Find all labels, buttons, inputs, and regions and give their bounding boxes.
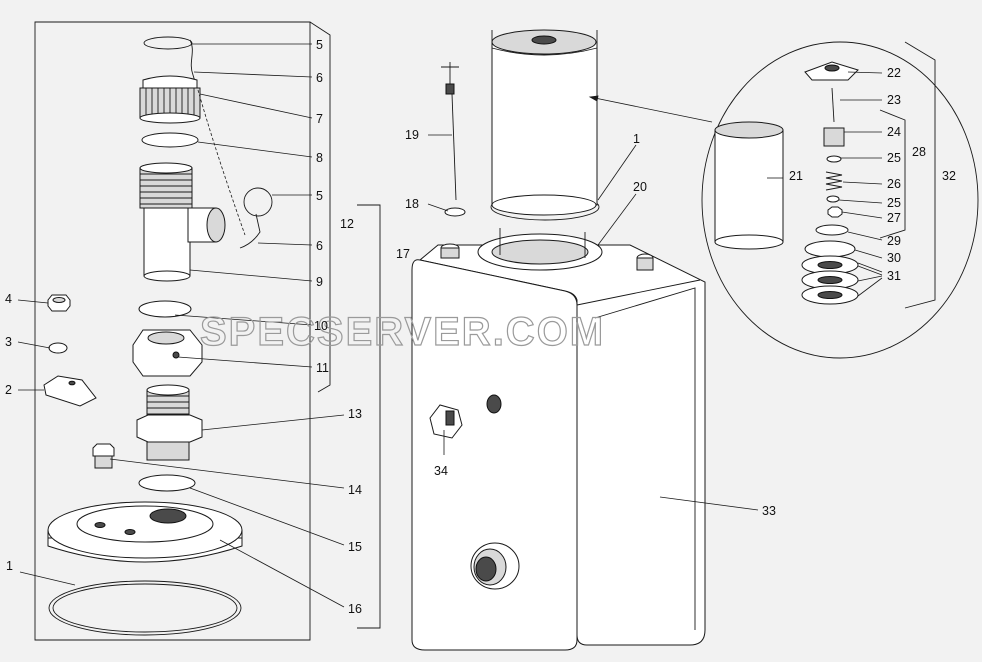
callout-17: 17: [396, 247, 410, 261]
group-28-bracket: [879, 109, 906, 239]
callout-13: 13: [348, 407, 362, 421]
watermark: SPECSERVER.COM: [200, 310, 605, 354]
washer-29: [815, 224, 849, 236]
group-12-bracket: [309, 21, 331, 393]
union-nut-11: [132, 329, 203, 377]
nut-27: [827, 206, 843, 218]
callout-29: 29: [887, 234, 901, 248]
callout-2: 2: [5, 383, 12, 397]
bracket-2: [43, 375, 97, 407]
o-ring-5-right: [243, 187, 273, 217]
callout-6-top: 6: [316, 71, 323, 85]
chain-dashed-path: [197, 89, 246, 236]
bracket-2-hole: [68, 380, 76, 386]
callout-25-top: 25: [887, 151, 901, 165]
spring-26: [825, 171, 843, 191]
o-ring-10: [138, 300, 192, 318]
callout-16: 16: [348, 602, 362, 616]
callout-34: 34: [434, 464, 448, 478]
gasket-30: [804, 240, 856, 258]
callout-31: 31: [887, 269, 901, 283]
disc-31-c-hole: [817, 291, 843, 299]
group-32-bracket: [904, 41, 936, 309]
callout-21: 21: [789, 169, 803, 183]
group-17-bracket: [357, 204, 381, 629]
filter-element-21: [714, 121, 784, 250]
washer-25-top: [826, 155, 842, 163]
callout-5-top: 5: [316, 38, 323, 52]
callout-28: 28: [912, 145, 926, 159]
callout-15: 15: [348, 540, 362, 554]
gasket-8: [141, 132, 199, 148]
disc-31-a-hole: [817, 261, 843, 269]
callout-12: 12: [340, 217, 354, 231]
callout-19: 19: [405, 128, 419, 142]
callout-33: 33: [762, 504, 776, 518]
left-assembly-frame: [34, 21, 311, 641]
callout-1-center: 1: [633, 132, 640, 146]
callout-25-bottom: 25: [887, 196, 901, 210]
chain-6-right: [239, 213, 261, 249]
callout-9: 9: [316, 275, 323, 289]
washer-25-bottom: [826, 195, 840, 203]
callout-20: 20: [633, 180, 647, 194]
tee-body-9: [139, 162, 226, 282]
filter-housing: [491, 29, 598, 216]
gasket-1-bottom-inner: [52, 583, 238, 633]
plug-14: [92, 443, 115, 469]
tank-33: [411, 228, 706, 651]
disc-31-b-hole: [817, 276, 843, 284]
callout-27: 27: [887, 211, 901, 225]
nut-4-hole: [52, 297, 66, 303]
cap-7: [139, 75, 201, 124]
washer-18: [444, 207, 466, 217]
valve-24: [823, 127, 845, 147]
callout-1-bottom: 1: [6, 559, 13, 573]
callout-4: 4: [5, 292, 12, 306]
callout-10: 10: [314, 319, 328, 333]
flange-16: [47, 501, 243, 563]
callout-22: 22: [887, 66, 901, 80]
callout-24: 24: [887, 125, 901, 139]
callout-5-right: 5: [316, 189, 323, 203]
bolt-23: [831, 87, 835, 123]
o-ring-15: [138, 474, 196, 492]
wing-nut-22-hub: [824, 64, 840, 72]
callout-23: 23: [887, 93, 901, 107]
callout-8: 8: [316, 151, 323, 165]
callout-30: 30: [887, 251, 901, 265]
callout-3: 3: [5, 335, 12, 349]
washer-3: [48, 342, 68, 354]
callout-labels: 5 6 7 8 5 12 6 17 9 10 11 13 14 15 16 1 …: [5, 38, 956, 616]
dipstick-19: [441, 62, 459, 201]
chain-6-top: [189, 39, 197, 86]
callout-6-right: 6: [316, 239, 323, 253]
leader-lines: [17, 43, 883, 608]
gasket-1-bottom: [48, 580, 242, 636]
detail-view-circle: [701, 41, 979, 359]
callout-26: 26: [887, 177, 901, 191]
callout-14: 14: [348, 483, 362, 497]
callout-7: 7: [316, 112, 323, 126]
o-ring-5-top: [143, 36, 193, 50]
callout-11: 11: [316, 361, 329, 375]
callout-32: 32: [942, 169, 956, 183]
fitting-13: [136, 384, 203, 461]
callout-18: 18: [405, 197, 419, 211]
